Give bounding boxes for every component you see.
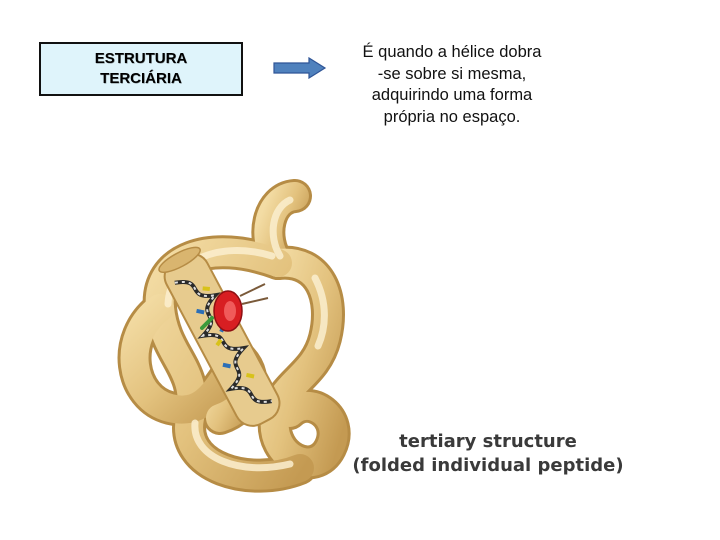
description-text: É quando a hélice dobra -se sobre si mes…	[336, 42, 568, 128]
caption-line-1: tertiary structure	[399, 431, 577, 452]
tertiary-structure-illustration	[117, 179, 351, 493]
description-line-3: adquirindo uma forma	[371, 86, 533, 104]
illustration-caption: tertiary structure (folded individual pe…	[336, 430, 640, 478]
description-line-4: própria no espaço.	[383, 107, 521, 126]
title-box: ESTRUTURA TERCIÁRIA	[39, 42, 243, 96]
description-line-2: -se sobre si mesma,	[377, 64, 527, 83]
description-line-1: É quando a hélice dobra	[362, 43, 542, 61]
title-line-1: ESTRUTURA	[94, 50, 188, 67]
title-line-2: TERCIÁRIA	[100, 70, 182, 87]
right-arrow-icon	[273, 57, 327, 79]
caption-line-2: (folded individual peptide)	[352, 455, 624, 476]
